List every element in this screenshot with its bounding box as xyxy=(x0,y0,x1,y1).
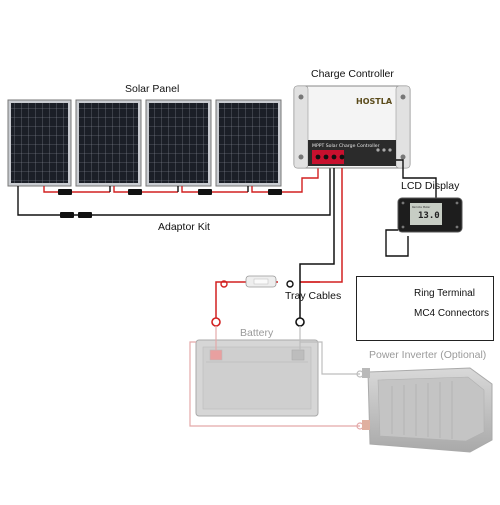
mc4-connector-set xyxy=(58,189,282,218)
display-cable xyxy=(396,159,437,198)
battery-wires xyxy=(189,326,360,427)
lcd-reading: 13.0 xyxy=(418,211,440,221)
legend-ring-terminal-label: Ring Terminal xyxy=(414,288,475,299)
panel-interconnect-wires xyxy=(17,168,331,216)
solar-panel-label: Solar Panel xyxy=(125,83,180,95)
charge-controller-label: Charge Controller xyxy=(311,68,394,80)
solar-panel-2 xyxy=(75,99,142,187)
tray-cables xyxy=(215,168,343,318)
tray-ring-terminals xyxy=(211,280,305,327)
tray-cables-label: Tray Cables xyxy=(285,290,342,302)
charge-controller xyxy=(293,85,411,169)
legend-box xyxy=(356,276,494,341)
power-inverter xyxy=(362,367,493,453)
lcd-display-label: LCD Display xyxy=(401,180,460,192)
inline-fuse-holder xyxy=(245,275,277,288)
solar-panel-1 xyxy=(7,99,72,187)
solar-panel-3 xyxy=(145,99,212,187)
power-inverter-label: Power Inverter (Optional) xyxy=(369,349,487,361)
solar-panel-4 xyxy=(215,99,282,187)
lcd-display-unit xyxy=(397,197,463,233)
controller-brand-text: HOSTLA xyxy=(356,97,393,106)
legend-mc4-label: MC4 Connectors xyxy=(414,308,490,319)
display-cable-loop xyxy=(385,229,409,257)
adaptor-kit-label: Adaptor Kit xyxy=(158,221,210,233)
battery-label: Battery xyxy=(240,327,274,339)
battery xyxy=(195,339,319,417)
controller-strip-text: MPPT Solar Charge Controller xyxy=(312,143,380,149)
lcd-screen-text: Remote Meter xyxy=(412,205,431,209)
